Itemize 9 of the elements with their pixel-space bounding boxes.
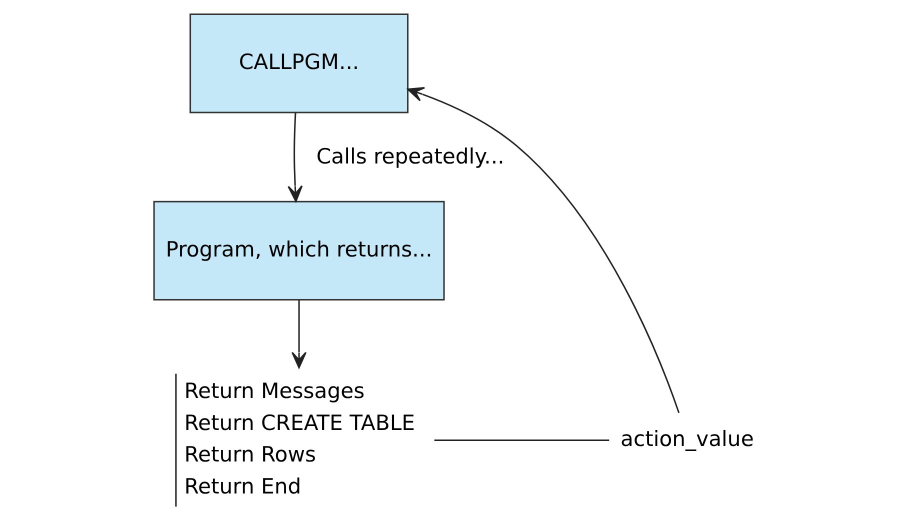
arrow <box>406 87 680 414</box>
node-box: Program, which returns... <box>152 200 444 300</box>
node-box: CALLPGM... <box>189 14 408 114</box>
arrow <box>290 300 306 368</box>
edge-label: Calls repeatedly... <box>316 143 504 168</box>
node-text: action_value <box>620 426 754 451</box>
node-text: Return Messages Return CREATE TABLE Return Rows Return End <box>184 378 414 498</box>
connector <box>434 439 609 441</box>
arrow <box>287 112 302 202</box>
